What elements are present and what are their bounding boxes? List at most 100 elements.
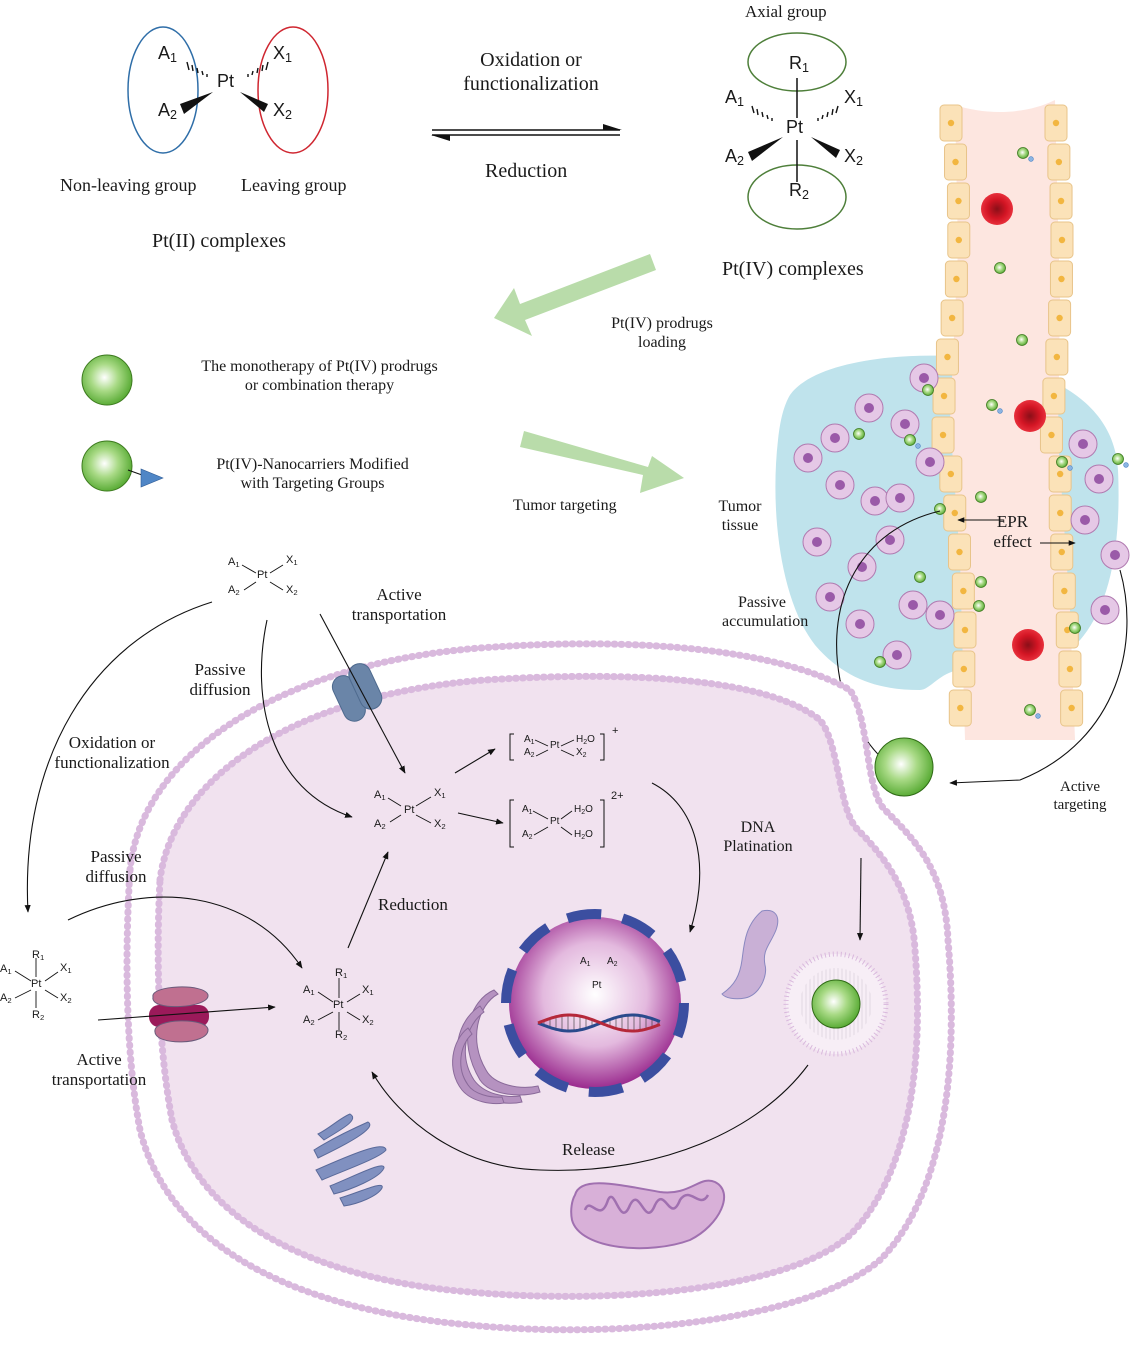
endothelial-cell: [935, 338, 959, 376]
endothelial-cell: [952, 650, 976, 688]
tumor-targeting-label: Tumor targeting: [513, 497, 617, 514]
inside-pt2-center: Pt: [404, 804, 415, 816]
pt2-caption: Pt(II) complexes: [152, 230, 286, 252]
tumor-cell: [1068, 429, 1098, 459]
chemical-bond: [243, 581, 257, 591]
pt4-ligand-a2: A2: [725, 146, 745, 169]
targeting-ligand-icon: [1028, 156, 1034, 162]
tumor-cell: [1100, 540, 1130, 570]
tumor-cell: [898, 590, 928, 620]
inside-pt4-a1: A1: [303, 984, 315, 997]
outside-pt2-center: Pt: [257, 569, 268, 581]
aqua2-a1: A1: [522, 804, 533, 816]
pt2-ligand-x1: X1: [273, 43, 293, 66]
endothelial-cell: [1048, 299, 1072, 337]
active-transport-bottom-arrow: [97, 1004, 276, 1021]
endothelial-cell: [1042, 377, 1066, 415]
tumor-cell: [875, 525, 905, 555]
endoplasmic-vesicle: [721, 909, 779, 1000]
chemical-bond: [389, 814, 402, 823]
endothelial-cell: [1058, 650, 1082, 688]
aqua2-h2o-2: H2O: [574, 829, 593, 841]
pt2-center-atom: Pt: [217, 71, 235, 91]
pt4-ligand-x2: X2: [844, 146, 864, 169]
tumor-cell: [885, 483, 915, 513]
outside-pt4-a2: A2: [0, 992, 12, 1005]
tumor-cell: [1070, 505, 1100, 535]
endothelial-cell: [1052, 572, 1076, 610]
tumor-cell: [915, 447, 945, 477]
axial-group-label: Axial group: [745, 2, 827, 21]
leaving-group-ellipse: [257, 26, 329, 154]
chemical-bond: [415, 796, 432, 807]
aqua1-a1: A1: [524, 734, 535, 746]
dna-double-helix: [537, 1013, 661, 1033]
inside-pt4-center: Pt: [333, 999, 344, 1011]
endothelial-cell: [1049, 182, 1073, 220]
red-blood-cell: [1012, 629, 1044, 661]
nanoparticle: [975, 576, 987, 588]
passive-diffusion-bottom-arrow: [67, 896, 303, 969]
chemical-bond: [346, 1011, 361, 1021]
endothelial-cell: [953, 611, 977, 649]
targeting-ligand-icon: [1067, 465, 1073, 471]
endothelial-cell: [1060, 689, 1084, 727]
endothelial-cell: [1044, 104, 1068, 142]
chemical-bond: [535, 749, 549, 757]
outside-pt4-x1: X1: [60, 962, 72, 975]
chemical-bond: [560, 826, 573, 836]
inside-pt4-x2: X2: [362, 1014, 374, 1027]
dna-strand-red: [537, 1013, 661, 1033]
endothelial-cell: [946, 182, 970, 220]
inside-pt2-a1: A1: [374, 789, 386, 802]
chemical-bond: [269, 581, 284, 591]
endoplasmic-reticulum: [313, 1113, 387, 1207]
passive-diffusion-top-arrow: [260, 619, 353, 818]
endothelial-cell: [931, 416, 955, 454]
nuclear-pore: [534, 1067, 570, 1093]
outside-pt2-x1: X1: [286, 554, 298, 567]
targeted-nanoparticle-icon: [81, 440, 164, 492]
chemical-bond: [534, 739, 549, 747]
endothelial-cell: [947, 221, 971, 259]
aqua2-charge: 2+: [611, 790, 624, 802]
red-blood-cell: [981, 193, 1013, 225]
nanoparticle: [1017, 147, 1029, 159]
aqua2-h2o-1: H2O: [574, 804, 593, 816]
dna-platination-arrow: [651, 782, 701, 933]
chemical-bond: [387, 797, 402, 807]
endothelial-cell: [1045, 338, 1069, 376]
nanoparticle: [922, 384, 934, 396]
nanoparticle: [1112, 453, 1124, 465]
endothelial-cell: [1049, 260, 1073, 298]
tumor-cell: [847, 552, 877, 582]
nanoparticle: [1069, 622, 1081, 634]
chemical-bond: [44, 971, 59, 982]
endothelial-cell: [1039, 416, 1063, 454]
inside-pt2-a2: A2: [374, 818, 386, 831]
inside-pt2-x2: X2: [434, 818, 446, 831]
tumor-cell: [925, 600, 955, 630]
leaving-group-label: Leaving group: [241, 175, 347, 195]
tumor-targeting-arrow: [520, 431, 684, 493]
chemical-bond: [317, 1011, 334, 1021]
nuclear-pore: [565, 909, 602, 924]
targeting-ligand-icon: [997, 408, 1003, 414]
nanoparticle: [874, 656, 886, 668]
nanoparticle: [904, 434, 916, 446]
pt2-ligand-a1: A1: [158, 43, 178, 66]
endothelial-cell: [943, 494, 967, 532]
targeting-ligand-icon: [1123, 462, 1129, 468]
loading-arrow: [494, 254, 656, 336]
endothelial-cell: [948, 689, 972, 727]
aqua1-center: Pt: [550, 740, 560, 751]
